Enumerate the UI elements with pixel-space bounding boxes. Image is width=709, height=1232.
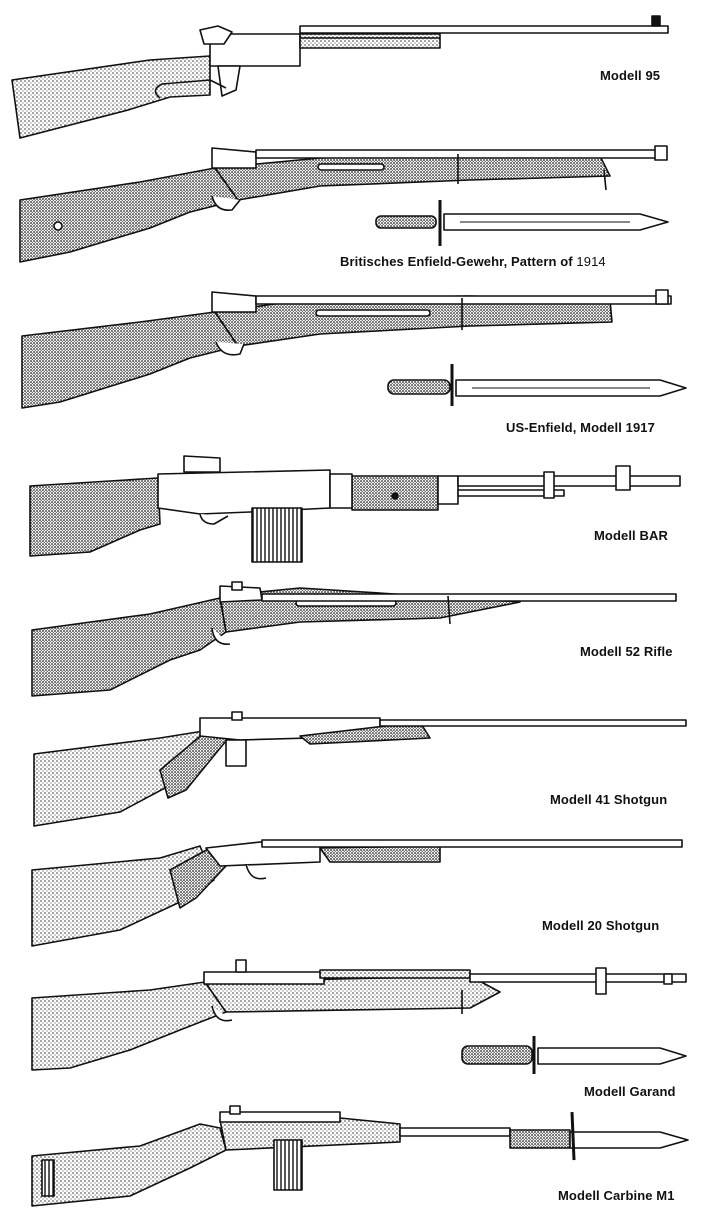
label-enfield-1914: Britisches Enfield-Gewehr, Pattern of 19…	[340, 254, 606, 269]
label-carbine-m1-text: Modell Carbine M1	[558, 1188, 675, 1203]
label-bar-text: Modell BAR	[594, 528, 668, 543]
rifle-model-95	[11, 15, 669, 139]
rifle-bar	[29, 455, 681, 563]
rifle-enfield-1914	[19, 145, 668, 263]
label-model-95: Modell 95	[600, 68, 660, 83]
label-enfield-1914-text: Britisches Enfield-Gewehr, Pattern of	[340, 254, 573, 269]
bayonet-enfield-1914	[375, 200, 669, 246]
label-model-20: Modell 20 Shotgun	[542, 918, 659, 933]
label-model-41: Modell 41 Shotgun	[550, 792, 667, 807]
label-garand: Modell Garand	[584, 1084, 676, 1099]
label-model-41-text: Modell 41 Shotgun	[550, 792, 668, 807]
label-carbine-m1: Modell Carbine M1	[558, 1188, 675, 1203]
label-model-95-text: Modell 95	[600, 68, 661, 83]
shotgun-model-20	[31, 839, 683, 947]
label-garand-text: Modell Garand	[584, 1084, 676, 1099]
label-model-52: Modell 52 Rifle	[580, 644, 673, 659]
rifle-us-enfield-1917	[21, 289, 672, 409]
rifle-garand	[31, 959, 687, 1071]
label-bar: Modell BAR	[594, 528, 668, 543]
shotgun-model-41	[33, 711, 687, 827]
label-us-enfield-1917-text: US-Enfield, Modell 1917	[506, 420, 655, 435]
label-model-52-text: Modell 52 Rifle	[580, 644, 673, 659]
label-enfield-1914-year: 1914	[576, 254, 606, 269]
rifle-model-52	[31, 581, 677, 697]
bayonet-us-enfield-1917	[387, 364, 687, 406]
bayonet-garand	[461, 1036, 687, 1074]
rifle-carbine-m1	[31, 1105, 689, 1207]
label-model-20-text: Modell 20 Shotgun	[542, 918, 660, 933]
label-us-enfield-1917: US-Enfield, Modell 1917	[506, 420, 655, 435]
